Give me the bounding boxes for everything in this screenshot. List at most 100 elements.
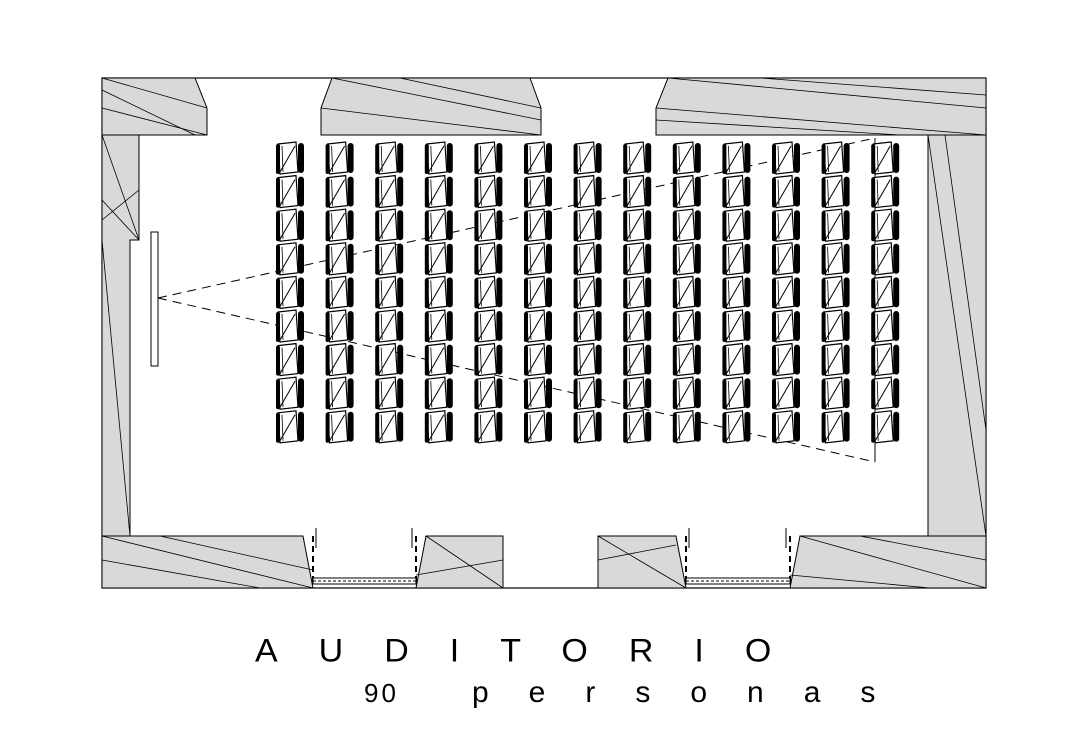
chair [276,309,304,343]
chair [722,410,751,444]
chair [623,242,652,276]
chair [672,242,701,276]
chair [474,275,503,310]
chair [623,174,652,209]
chair [821,410,850,444]
chair [474,208,503,242]
chair [573,174,602,209]
chair [821,309,850,343]
door-left [312,528,417,585]
chair [772,309,800,343]
chair [772,342,800,377]
chair [871,376,900,410]
chair [325,174,354,209]
chair [672,174,701,209]
chair [722,141,751,175]
chair [325,242,354,276]
chair [573,309,602,343]
chair [821,275,850,310]
chair [722,309,751,343]
chair [722,376,751,410]
chair [623,141,652,175]
chair [325,141,354,175]
projection-cone [157,137,876,463]
chair [424,309,453,343]
chair [573,275,602,310]
chair [871,141,900,175]
bottom-wall [101,535,987,589]
projection-screen [150,231,159,367]
chair [573,208,602,242]
capacity-number: 90 [364,678,399,708]
top-wall [101,77,987,136]
seating-grid [276,141,900,444]
chair [821,242,850,276]
chair [276,410,304,444]
chair [325,309,354,343]
chair [325,342,354,377]
chair [424,410,453,444]
chair [623,208,652,242]
chair [524,208,552,242]
chair [276,376,304,410]
chair [424,275,453,310]
chair [474,174,503,209]
chair [424,141,453,175]
chair [474,342,503,377]
chair [672,141,701,175]
chair [772,376,800,410]
chair [474,242,503,276]
chair [821,342,850,377]
chair [573,141,602,175]
left-wall [101,134,140,537]
chair [672,410,701,444]
chair [623,342,652,377]
right-wall [927,134,987,537]
chair [424,208,453,242]
chair [325,376,354,410]
chair [375,174,404,209]
chair [623,410,652,444]
chair [375,275,404,310]
chair [424,342,453,377]
chair [672,208,701,242]
chair [474,309,503,343]
chair [573,342,602,377]
chair [276,208,304,242]
chair [375,208,404,242]
chair [573,410,602,444]
chair [276,342,304,377]
chair [772,208,800,242]
chair [474,141,503,175]
chair [871,174,900,209]
capacity-unit: personas [472,676,916,709]
chair [474,410,503,444]
chair [474,376,503,410]
chair [722,275,751,310]
chair [325,410,354,444]
chair [325,275,354,310]
chair [821,208,850,242]
chair [672,275,701,310]
chair [623,376,652,410]
chair [672,309,701,343]
chair [623,275,652,310]
chair [276,141,304,175]
chair [672,376,701,410]
chair [821,141,850,175]
chair [772,174,800,209]
chair [524,242,552,276]
chair [871,342,900,377]
chair [772,275,800,310]
chair [276,174,304,209]
chair [424,174,453,209]
chair [524,174,552,209]
chair [375,376,404,410]
chair [524,275,552,310]
chair [375,242,404,276]
chair [524,410,552,444]
chair [871,208,900,242]
chair [424,376,453,410]
chair [821,376,850,410]
chair [623,309,652,343]
